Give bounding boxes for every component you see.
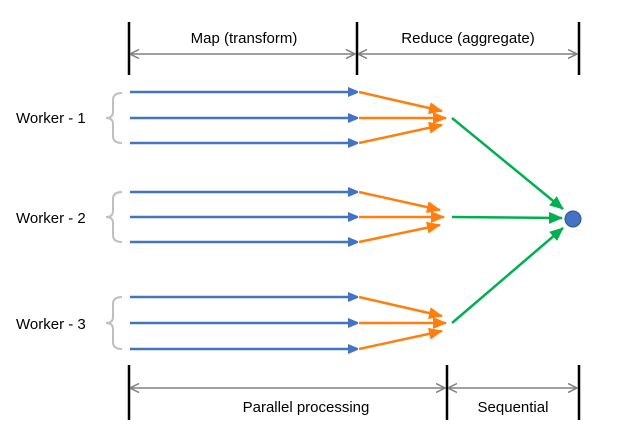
- reduce-arrow: [358, 90, 443, 114]
- reduce-label: Reduce (aggregate): [401, 30, 534, 47]
- worker-group-1: Worker - 1: [16, 90, 447, 145]
- worker-label: Worker - 1: [16, 110, 86, 127]
- map-label: Map (transform): [191, 30, 298, 47]
- aggregate-arrows: [451, 117, 564, 324]
- worker-group-2: Worker - 2: [16, 190, 445, 244]
- brace-icon: [105, 296, 123, 350]
- reduce-arrow: [358, 121, 443, 145]
- reduce-arrow: [358, 221, 441, 244]
- brace-icon: [105, 92, 123, 144]
- sequential-label: Sequential: [478, 399, 549, 416]
- reduce-arrow: [358, 295, 443, 319]
- brace-icon: [105, 191, 123, 243]
- reduce-arrow: [358, 327, 443, 351]
- worker-group-3: Worker - 3: [16, 295, 447, 351]
- worker-label: Worker - 2: [16, 210, 86, 227]
- aggregate-arrow-1: [451, 117, 564, 210]
- parallel-label: Parallel processing: [243, 399, 370, 416]
- worker-label: Worker - 3: [16, 316, 86, 333]
- result-node: [564, 210, 582, 228]
- top-axis: Map (transform) Reduce (aggregate): [127, 22, 581, 75]
- aggregate-arrow-2: [451, 211, 563, 224]
- reduce-arrow: [358, 190, 441, 214]
- bottom-axis: Parallel processing Sequential: [127, 365, 581, 420]
- aggregate-arrow-3: [451, 227, 564, 324]
